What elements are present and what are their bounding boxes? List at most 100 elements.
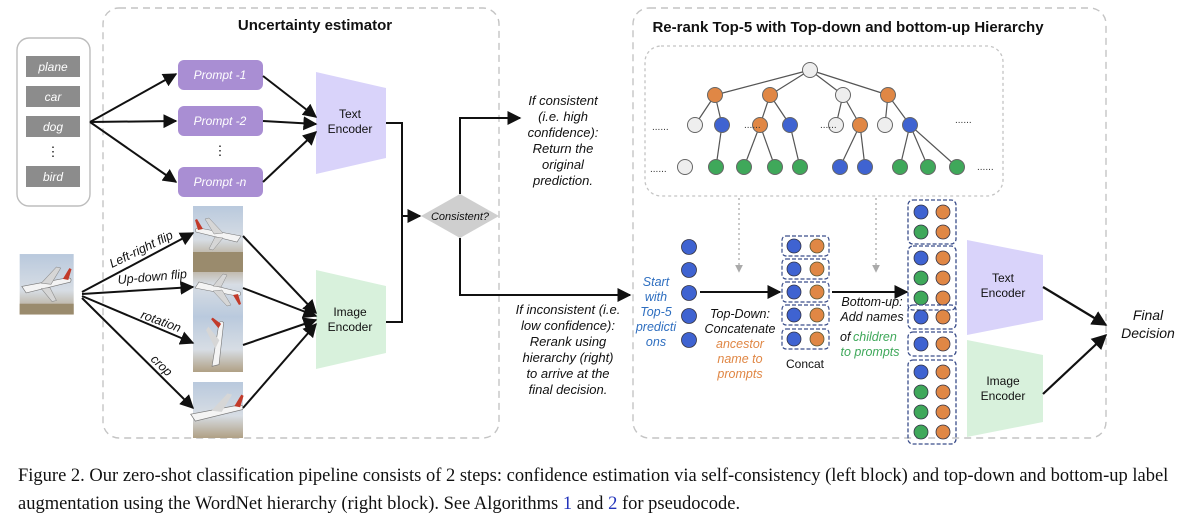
tree-node — [687, 117, 703, 133]
bottomup-line: Bottom-up: — [841, 295, 902, 309]
concat-group — [781, 304, 830, 326]
prompt-label: Prompt -2 — [194, 114, 247, 128]
augmented-node — [935, 270, 951, 286]
tree-ellipsis-5: ...... — [650, 164, 667, 175]
prompt-label: Prompt -n — [194, 175, 247, 189]
prompt-label: Prompt -1 — [194, 68, 247, 82]
caption-text-1: Figure 2. Our zero-shot classification p… — [18, 466, 1169, 514]
wordnet-hierarchy-tree — [677, 62, 965, 175]
augmented-image-rotation — [193, 316, 243, 372]
tree-node — [752, 117, 768, 133]
top5-node — [681, 308, 697, 324]
topdown-tail: prompts — [716, 367, 762, 381]
prompt-box — [178, 106, 263, 136]
augmented-image-lr-flip — [192, 205, 244, 263]
tree-node — [902, 117, 918, 133]
bottomup-green: to prompts — [840, 345, 899, 359]
consistent-line: Return the — [533, 141, 594, 156]
tree-node — [677, 159, 693, 175]
tree-node — [892, 159, 908, 175]
tree-node — [714, 117, 730, 133]
bottomup-children: children — [853, 330, 897, 344]
augmented-prompt-group — [907, 304, 957, 330]
tree-node — [920, 159, 936, 175]
augmented-node — [935, 336, 951, 352]
consistent-line: confidence): — [528, 125, 599, 140]
aug-label-ud-flip: Up-down flip — [117, 267, 187, 287]
inconsistent-line: Rerank using — [530, 334, 607, 349]
start-line: with — [645, 290, 667, 304]
image-encoder-right-label-2: Encoder — [981, 389, 1026, 403]
augmented-node — [913, 204, 929, 220]
augmented-node — [913, 364, 929, 380]
top5-node — [681, 332, 697, 348]
bottomup-line: Add names — [839, 310, 903, 324]
augmented-node — [935, 404, 951, 420]
augmented-node — [913, 270, 929, 286]
consistent-line: prediction. — [532, 173, 593, 188]
augmented-node — [913, 224, 929, 240]
text-encoder-right — [967, 240, 1043, 335]
tree-edge — [809, 69, 889, 96]
start-line: ons — [646, 335, 666, 349]
consistent-branch-text: If consistent(i.e. highconfidence):Retur… — [528, 93, 599, 188]
image-encoder-right-label-1: Image — [986, 374, 1020, 388]
final-decision-label-1: Final — [1133, 307, 1164, 323]
tree-node — [708, 159, 724, 175]
concat-group — [781, 258, 830, 280]
consistent-decision-diamond — [421, 194, 499, 238]
class-ellipsis: ⋮ — [47, 144, 60, 159]
concat-blue-node — [786, 238, 802, 254]
augmented-node — [913, 250, 929, 266]
augmented-prompt-group — [907, 199, 957, 245]
tree-ellipsis-2: ...... — [744, 120, 761, 131]
tree-node — [762, 87, 778, 103]
image-encoder-left-label-2: Encoder — [328, 320, 373, 334]
topdown-line: Top-Down: — [710, 307, 770, 321]
uncertainty-estimator-title: Uncertainty estimator — [238, 17, 392, 34]
concat-column — [781, 235, 830, 350]
algorithm-ref-1[interactable]: 1 — [562, 494, 573, 514]
augmented-node — [935, 290, 951, 306]
tree-node — [802, 62, 818, 78]
top5-predictions — [681, 239, 697, 348]
augmented-image-crop — [190, 382, 244, 438]
tree-node — [736, 159, 752, 175]
image-encoder-right — [967, 340, 1043, 437]
class-box — [26, 56, 80, 77]
class-label: plane — [37, 60, 68, 74]
aug-label-crop: crop — [148, 352, 175, 379]
consistent-line: (i.e. high — [538, 109, 588, 124]
prompt-box — [178, 60, 263, 90]
tree-ellipsis-1: ...... — [652, 122, 669, 133]
tree-node — [857, 159, 873, 175]
class-box — [26, 116, 80, 137]
augmented-node — [935, 309, 951, 325]
tree-node — [877, 117, 893, 133]
augmented-node — [913, 384, 929, 400]
final-decision-label-2: Decision — [1121, 325, 1175, 341]
tree-node — [828, 117, 844, 133]
augmented-node — [913, 309, 929, 325]
algorithm-ref-2[interactable]: 2 — [608, 494, 618, 514]
consistent-decision-label: Consistent? — [431, 211, 490, 223]
caption-and: and — [572, 494, 609, 514]
augmented-node — [935, 364, 951, 380]
consistent-line: original — [542, 157, 585, 172]
hierarchy-tree-panel — [644, 45, 1004, 197]
tree-ellipsis-3: ...... — [820, 120, 837, 131]
top5-node — [681, 285, 697, 301]
prompt-box — [178, 167, 263, 197]
concat-orange-node — [809, 284, 825, 300]
tree-node — [782, 117, 798, 133]
topdown-orange-line: name to — [717, 352, 762, 366]
concat-orange-node — [809, 238, 825, 254]
augmented-node — [935, 424, 951, 440]
tree-node — [949, 159, 965, 175]
rerank-panel — [632, 7, 1107, 439]
tree-ellipsis-6: ...... — [977, 162, 994, 173]
text-encoder-left — [316, 72, 386, 174]
top5-node — [681, 239, 697, 255]
